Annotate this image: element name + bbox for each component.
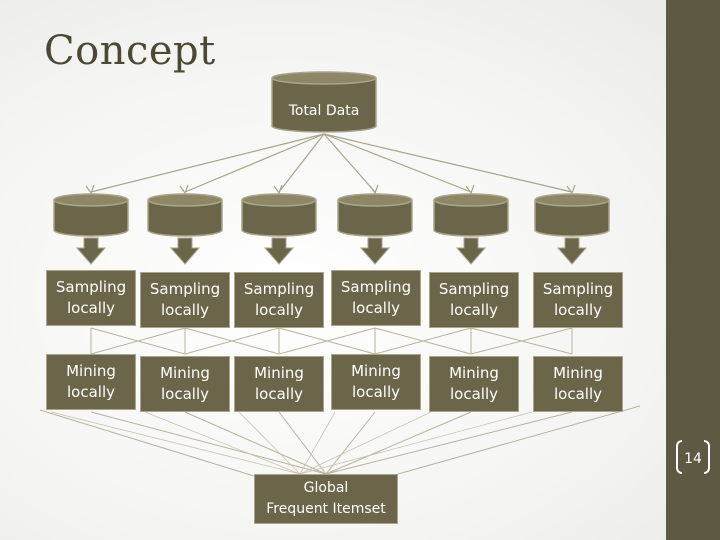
page-number-bracket-left xyxy=(676,440,682,474)
local-data-cylinder-4 xyxy=(337,193,413,237)
accent-bar xyxy=(666,0,720,540)
line-mine-to-global-3 xyxy=(278,411,327,475)
down-arrows xyxy=(75,237,588,265)
sampling-node-1: Sampling locally xyxy=(46,270,136,326)
arrowhead-local-1 xyxy=(85,184,95,195)
local-data-cylinder-2 xyxy=(147,193,223,237)
local-data-cylinder-5 xyxy=(433,193,509,237)
mining-node-1: Mining locally xyxy=(46,354,136,410)
mining-node-2: Mining locally xyxy=(140,356,230,412)
line-mine-left-to-global-5 xyxy=(299,411,432,475)
sampling-node-2: Sampling locally xyxy=(140,272,230,328)
arrowhead-local-3 xyxy=(273,184,283,195)
down-arrow-4 xyxy=(359,237,391,265)
line-sample-to-mine-4-3 xyxy=(278,327,376,355)
arrowhead-local-4 xyxy=(369,184,379,195)
global-itemset-line1: Global xyxy=(303,480,349,496)
global-itemset-node: Global Frequent Itemset xyxy=(254,474,398,524)
down-arrow-1 xyxy=(75,237,107,265)
total-data-cylinder xyxy=(271,71,377,133)
mining-node-4: Mining locally xyxy=(331,354,421,410)
local-data-cylinder-6 xyxy=(534,193,610,237)
down-arrow-3 xyxy=(263,237,295,265)
line-mine-left-to-global-1 xyxy=(50,411,301,475)
line-sample-to-mine-5-4 xyxy=(374,327,472,355)
arrowhead-local-2 xyxy=(179,184,189,195)
line-mine-to-global-4 xyxy=(325,411,376,475)
slide-title: Concept xyxy=(44,28,216,74)
line-total-to-local-6 xyxy=(323,133,573,193)
local-data-cylinder-1 xyxy=(53,193,129,237)
arrowhead-local-5 xyxy=(465,184,475,195)
sampling-node-3: Sampling locally xyxy=(234,272,324,328)
global-itemset-line2: Frequent Itemset xyxy=(266,501,386,517)
line-sample-to-mine-2-1 xyxy=(90,327,186,355)
line-side-left xyxy=(39,409,255,477)
data-cylinders xyxy=(53,71,610,237)
line-side-right xyxy=(397,405,641,475)
mining-node-5: Mining locally xyxy=(429,356,519,412)
connector-lines xyxy=(39,133,641,477)
down-arrow-5 xyxy=(455,237,487,265)
line-total-to-local-1 xyxy=(90,133,325,193)
sampling-node-6: Sampling locally xyxy=(533,272,623,328)
line-mine-to-global-5 xyxy=(325,411,472,475)
line-total-to-local-3 xyxy=(278,133,325,193)
line-total-to-local-2 xyxy=(184,133,325,193)
sampling-node-4: Sampling locally xyxy=(331,270,421,326)
down-arrow-2 xyxy=(169,237,201,265)
total-data-label: Total Data xyxy=(288,103,360,119)
line-mine-left-to-global-3 xyxy=(238,411,301,475)
line-mine-to-global-2 xyxy=(184,411,327,475)
local-data-cylinder-3 xyxy=(241,193,317,237)
line-mine-left-to-global-6 xyxy=(299,411,533,475)
line-mine-left-to-global-4 xyxy=(299,411,336,475)
line-total-to-local-4 xyxy=(323,133,376,193)
mining-node-3: Mining locally xyxy=(234,356,324,412)
line-mine-to-global-6 xyxy=(325,411,573,475)
line-sample-to-mine-6-5 xyxy=(470,327,573,355)
sampling-node-5: Sampling locally xyxy=(429,272,519,328)
line-mine-left-to-global-2 xyxy=(144,411,301,475)
mining-node-6: Mining locally xyxy=(533,356,623,412)
page-number: 14 xyxy=(684,451,702,467)
arrowhead-local-6 xyxy=(566,184,576,195)
line-sample-to-mine-3-2 xyxy=(184,327,280,355)
line-total-to-local-5 xyxy=(323,133,472,193)
line-mine-to-global-1 xyxy=(90,411,327,475)
page-number-bracket-right xyxy=(704,440,710,474)
down-arrow-6 xyxy=(556,237,588,265)
